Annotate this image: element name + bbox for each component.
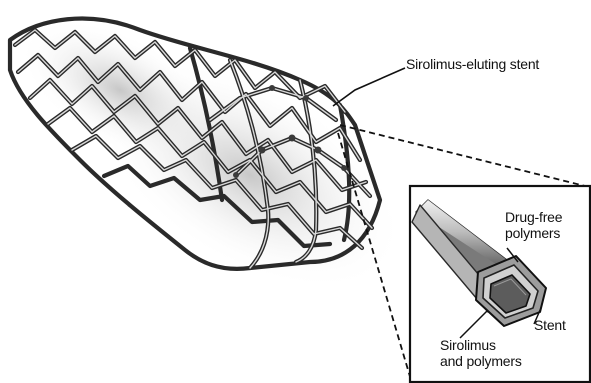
sirolimus-label-line2: and polymers <box>440 353 522 369</box>
stent-label: Stent <box>534 317 566 333</box>
drug-free-label-line1: Drug-free <box>505 209 562 225</box>
sirolimus-label-line1: Sirolimus <box>440 337 522 353</box>
sirolimus-polymers-label: Sirolimus and polymers <box>440 337 522 369</box>
stent-shadow <box>0 0 442 338</box>
sirolimus-eluting-stent-label: Sirolimus-eluting stent <box>406 56 539 72</box>
drug-free-polymers-label: Drug-free polymers <box>505 209 562 241</box>
drug-free-label-line2: polymers <box>505 225 562 241</box>
stent-leader-line <box>333 68 405 106</box>
